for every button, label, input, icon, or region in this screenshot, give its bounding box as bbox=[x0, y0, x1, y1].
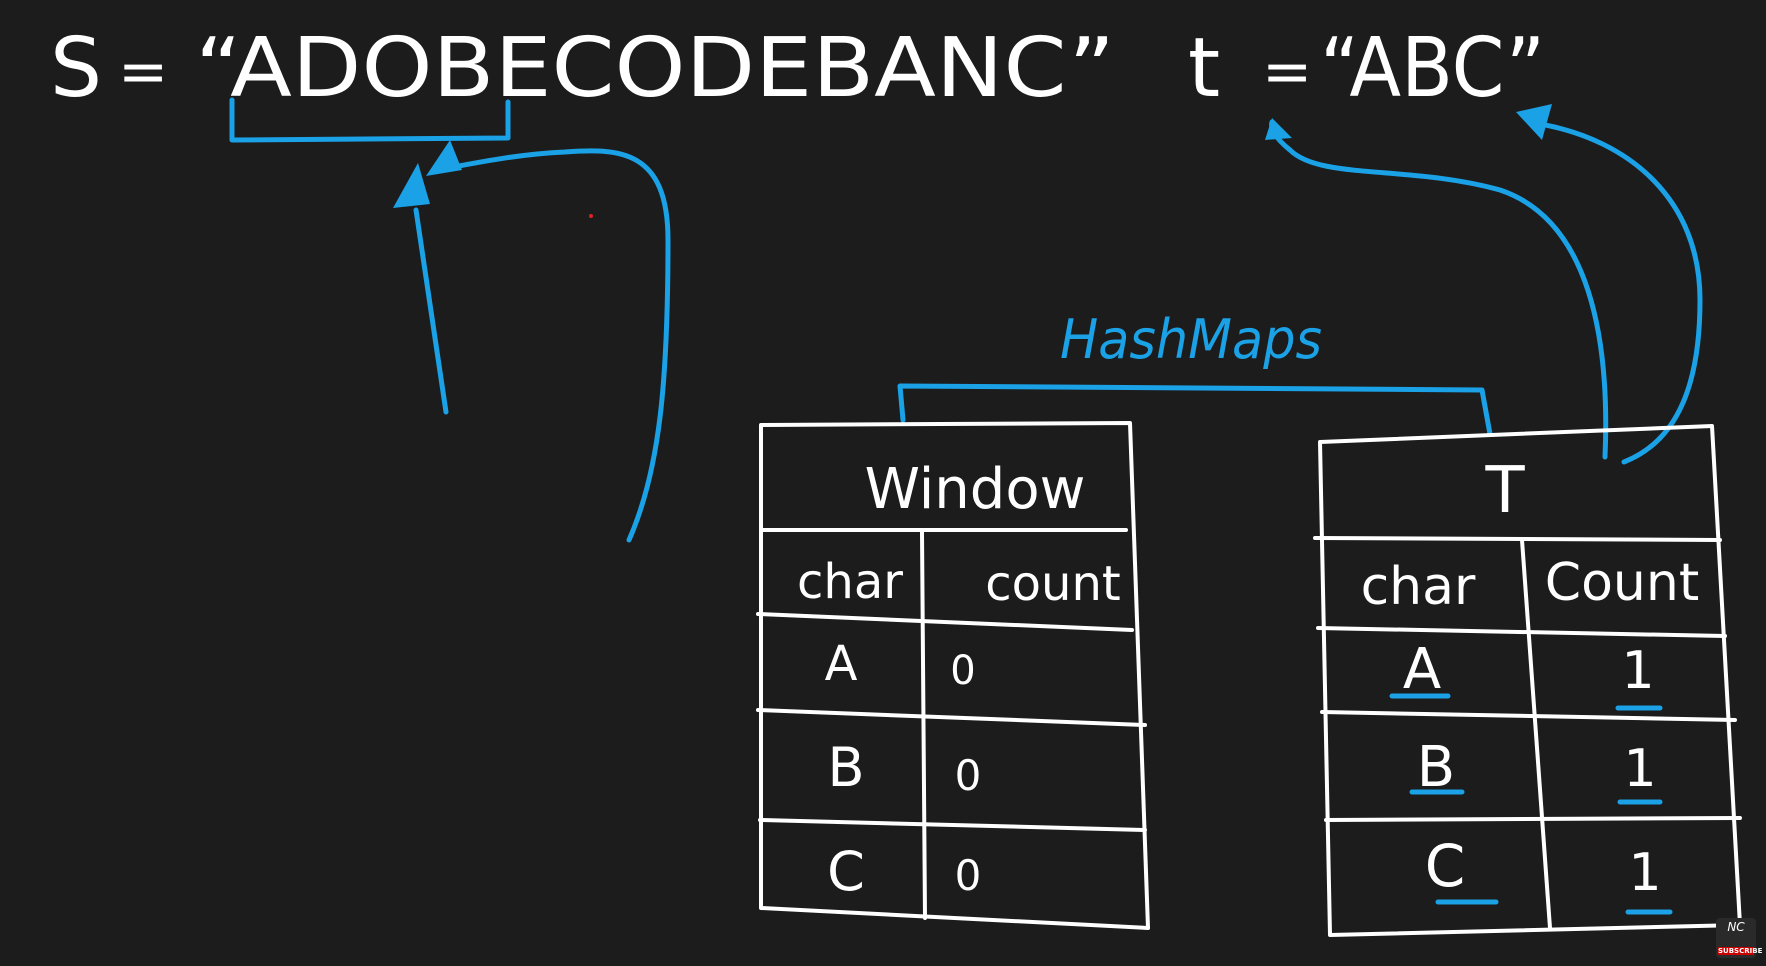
window-table-border bbox=[759, 421, 1150, 930]
t-header-divider bbox=[1316, 626, 1727, 638]
window-row-count: 0 bbox=[950, 648, 975, 694]
t-row2-divider bbox=[1324, 816, 1742, 822]
window-column-divider bbox=[920, 530, 927, 920]
window-row1-divider bbox=[756, 708, 1147, 727]
window-row-count: 0 bbox=[955, 851, 982, 900]
t-col-char: char bbox=[1361, 557, 1476, 617]
left-pointer-arrowhead bbox=[393, 163, 430, 208]
t-table-to-abc-arrow bbox=[1537, 121, 1703, 465]
t-column-divider bbox=[1520, 538, 1552, 930]
t-row-count: 1 bbox=[1623, 739, 1656, 799]
subscribe-label: SUBSCRIBE bbox=[1718, 947, 1763, 955]
channel-logo-icon: NC bbox=[1727, 920, 1745, 934]
s-equals: = bbox=[118, 37, 168, 107]
abc-arrowhead bbox=[1516, 104, 1552, 140]
window-table: Window char count A 0 B 0 C 0 bbox=[756, 421, 1150, 930]
window-title: Window bbox=[865, 457, 1086, 522]
red-dot bbox=[589, 214, 593, 218]
t-table-to-t-arrow bbox=[1269, 119, 1609, 460]
t-col-count: Count bbox=[1545, 553, 1699, 613]
t-label: t bbox=[1188, 21, 1220, 116]
t-row-count: 1 bbox=[1621, 641, 1654, 701]
window-col-char: char bbox=[797, 554, 903, 610]
t-value: “ABC” bbox=[1320, 21, 1545, 116]
window-row-count: 0 bbox=[955, 751, 982, 800]
t-row1-divider bbox=[1320, 710, 1737, 722]
t-row-char: C bbox=[1425, 832, 1466, 900]
window-row-char: C bbox=[827, 840, 865, 903]
s-value: “ADOBECODEBANC” bbox=[195, 21, 1115, 116]
subscribe-badge[interactable]: NC SUBSCRIBE bbox=[1716, 918, 1763, 958]
t-row-count: 1 bbox=[1628, 843, 1661, 903]
window-header-divider bbox=[756, 612, 1134, 632]
right-pointer-arrowhead bbox=[426, 140, 462, 176]
t-title: T bbox=[1484, 454, 1525, 528]
window-bracket bbox=[229, 97, 511, 143]
t-table-border bbox=[1318, 424, 1742, 937]
t-label-arrowhead bbox=[1265, 118, 1292, 140]
window-row-char: A bbox=[825, 636, 858, 692]
t-title-divider bbox=[1313, 536, 1722, 542]
window-col-count: count bbox=[985, 556, 1120, 612]
right-pointer-line bbox=[445, 148, 671, 543]
hashmaps-bracket bbox=[897, 383, 1493, 437]
t-table: T char Count A 1 B 1 C 1 bbox=[1313, 424, 1742, 937]
window-row-char: B bbox=[827, 736, 864, 799]
t-row-char: A bbox=[1403, 637, 1441, 702]
s-label: S bbox=[50, 21, 102, 116]
left-pointer-line bbox=[413, 207, 449, 415]
hashmaps-label: HashMaps bbox=[1060, 308, 1322, 371]
window-row2-divider bbox=[758, 818, 1147, 832]
t-row-char: B bbox=[1417, 735, 1455, 800]
t-equals: = bbox=[1262, 37, 1312, 107]
